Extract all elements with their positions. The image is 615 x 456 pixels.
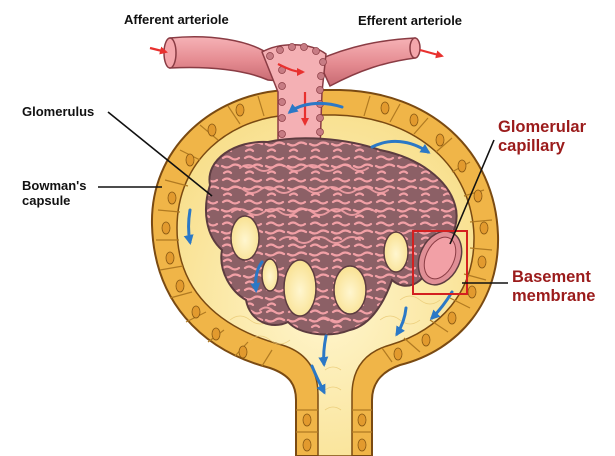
label-afferent-arteriole: Afferent arteriole (124, 12, 229, 27)
efferent-arteriole (318, 38, 420, 86)
label-basement-line2: membrane (512, 287, 595, 306)
label-bowmans-capsule: Bowman's capsule (22, 178, 87, 208)
label-basement-membrane: Basement membrane (512, 268, 595, 306)
label-glomerular-capillary: Glomerular capillary (498, 118, 586, 156)
label-efferent-arteriole: Efferent arteriole (358, 13, 462, 28)
label-basement-line1: Basement (512, 268, 595, 287)
label-capillary-line1: Glomerular (498, 118, 586, 137)
label-glomerulus: Glomerulus (22, 104, 94, 119)
label-bowmans-line1: Bowman's (22, 178, 87, 193)
label-capillary-line2: capillary (498, 137, 586, 156)
label-bowmans-line2: capsule (22, 193, 87, 208)
